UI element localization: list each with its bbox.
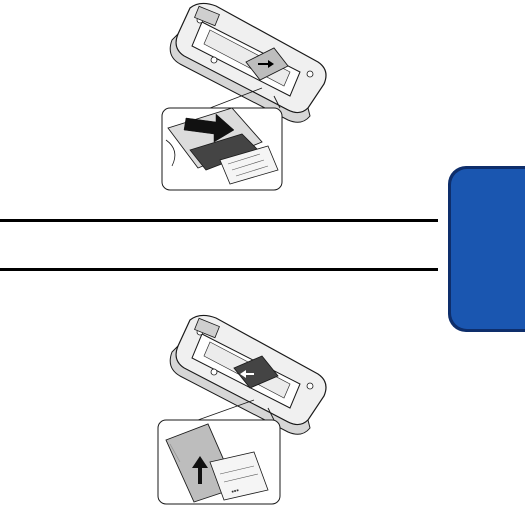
sim-insert-detail-callout	[162, 108, 282, 190]
note-top-rule	[0, 219, 438, 222]
phone-body-drawing	[170, 315, 326, 434]
section-tab[interactable]	[448, 166, 525, 332]
phone-body-drawing	[170, 3, 326, 122]
sim-remove-detail-callout: ▪▪▪	[158, 420, 280, 504]
note-bottom-rule	[0, 268, 438, 271]
sim-insert-illustration	[150, 0, 330, 195]
sim-remove-illustration: ▪▪▪	[150, 312, 330, 507]
section-tab-label	[448, 166, 525, 332]
